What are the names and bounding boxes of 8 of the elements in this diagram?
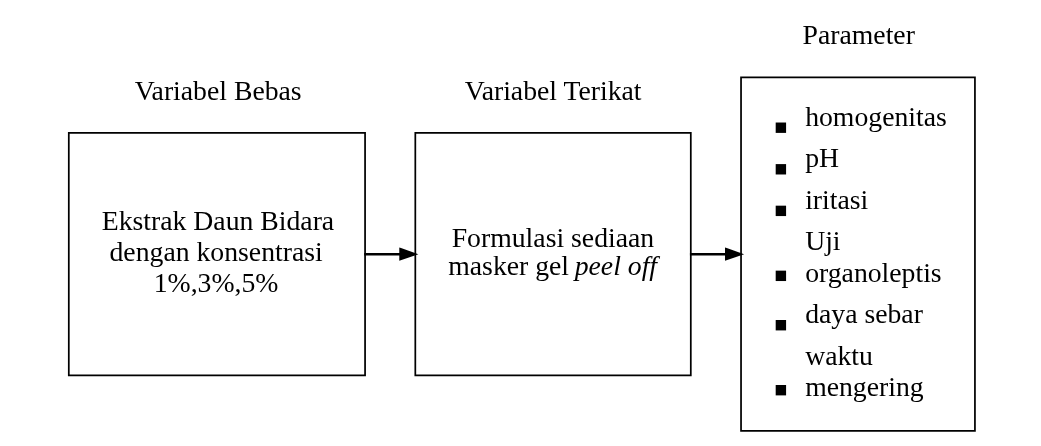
node-box: homogenitas pH iritasi Uji organoleptis daya sebar waktu mengering (739, 76, 976, 432)
node-box: Formulasi sediaan masker gel peel off (413, 132, 692, 377)
node-label: Variabel Bebas (134, 74, 302, 106)
arrow (689, 247, 744, 261)
node-label: Variabel Terikat (464, 74, 642, 106)
node-label: Parameter (802, 19, 915, 51)
arrow (363, 247, 418, 261)
node-box: Ekstrak Daun Bidara dengan konsentrasi 1%,3%,5% (67, 132, 366, 377)
